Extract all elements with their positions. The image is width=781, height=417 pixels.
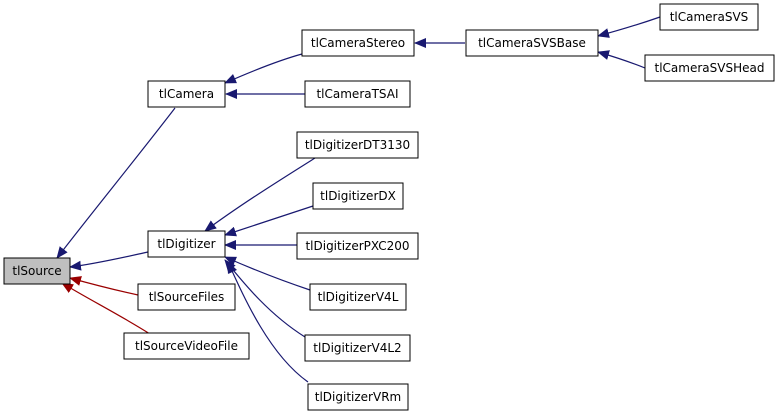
node-tlSource[interactable]: tlSource — [3, 257, 71, 285]
node-tlDigitizerPXC200[interactable]: tlDigitizerPXC200 — [296, 232, 419, 260]
node-label: tlCameraSVS — [670, 10, 749, 24]
node-tlCamera[interactable]: tlCamera — [147, 80, 226, 108]
node-label: tlCameraTSAI — [316, 87, 398, 101]
node-tlDigitizerDT3130[interactable]: tlDigitizerDT3130 — [296, 131, 419, 159]
node-tlCameraStereo[interactable]: tlCameraStereo — [301, 29, 415, 57]
edge-tlDigitizerDT3130-to-tlDigitizer — [204, 157, 316, 232]
edges-layer — [56, 16, 661, 383]
edge-tlCameraStereo-to-tlCamera — [224, 53, 303, 84]
node-label: tlSource — [12, 264, 61, 278]
node-label: tlCamera — [159, 87, 214, 101]
edge-tlDigitizer-to-tlSource — [69, 251, 149, 271]
node-label: tlDigitizer — [157, 237, 215, 251]
node-tlDigitizerV4L2[interactable]: tlDigitizerV4L2 — [304, 334, 411, 362]
node-tlCameraTSAI[interactable]: tlCameraTSAI — [304, 80, 411, 108]
node-label: tlDigitizerDT3130 — [305, 138, 410, 152]
node-label: tlCameraSVSBase — [478, 36, 586, 50]
node-tlDigitizerDX[interactable]: tlDigitizerDX — [312, 182, 404, 210]
node-tlDigitizerVRm[interactable]: tlDigitizerVRm — [307, 383, 409, 411]
nodes-layer: tlSource tlCamera tlDigitizer tlSourceFi… — [3, 3, 775, 411]
edge-tlDigitizerV4L2-to-tlDigitizer — [224, 259, 306, 338]
node-tlCameraSVSBase[interactable]: tlCameraSVSBase — [465, 29, 599, 57]
node-label: tlDigitizerV4L2 — [313, 341, 401, 355]
edge-tlDigitizerV4L-to-tlDigitizer — [224, 256, 311, 291]
node-tlCameraSVSHead[interactable]: tlCameraSVSHead — [644, 54, 775, 82]
node-tlDigitizerV4L[interactable]: tlDigitizerV4L — [309, 283, 407, 311]
edge-tlCamera-to-tlSource — [56, 107, 176, 259]
node-label: tlDigitizerPXC200 — [305, 239, 409, 253]
edge-tlCameraSVSHead-to-tlCameraSVSBase — [597, 50, 646, 69]
node-label: tlSourceFiles — [149, 290, 225, 304]
edge-tlDigitizerDX-to-tlDigitizer — [224, 205, 314, 237]
edge-tlSourceVideoFile-to-tlSource — [61, 282, 151, 335]
node-tlSourceFiles[interactable]: tlSourceFiles — [137, 283, 236, 311]
node-label: tlDigitizerV4L — [318, 290, 399, 304]
node-label: tlDigitizerDX — [320, 189, 396, 203]
edge-tlSourceFiles-to-tlSource — [69, 276, 139, 296]
node-tlSourceVideoFile[interactable]: tlSourceVideoFile — [123, 332, 250, 360]
node-label: tlCameraSVSHead — [655, 61, 765, 75]
edge-tlDigitizerVRm-to-tlDigitizer — [227, 261, 309, 383]
node-tlDigitizer[interactable]: tlDigitizer — [147, 230, 226, 258]
node-label: tlSourceVideoFile — [135, 339, 238, 353]
edge-tlCameraSVS-to-tlCameraSVSBase — [597, 16, 661, 38]
node-tlCameraSVS[interactable]: tlCameraSVS — [659, 3, 759, 31]
node-label: tlDigitizerVRm — [315, 390, 401, 404]
node-label: tlCameraStereo — [311, 36, 405, 50]
